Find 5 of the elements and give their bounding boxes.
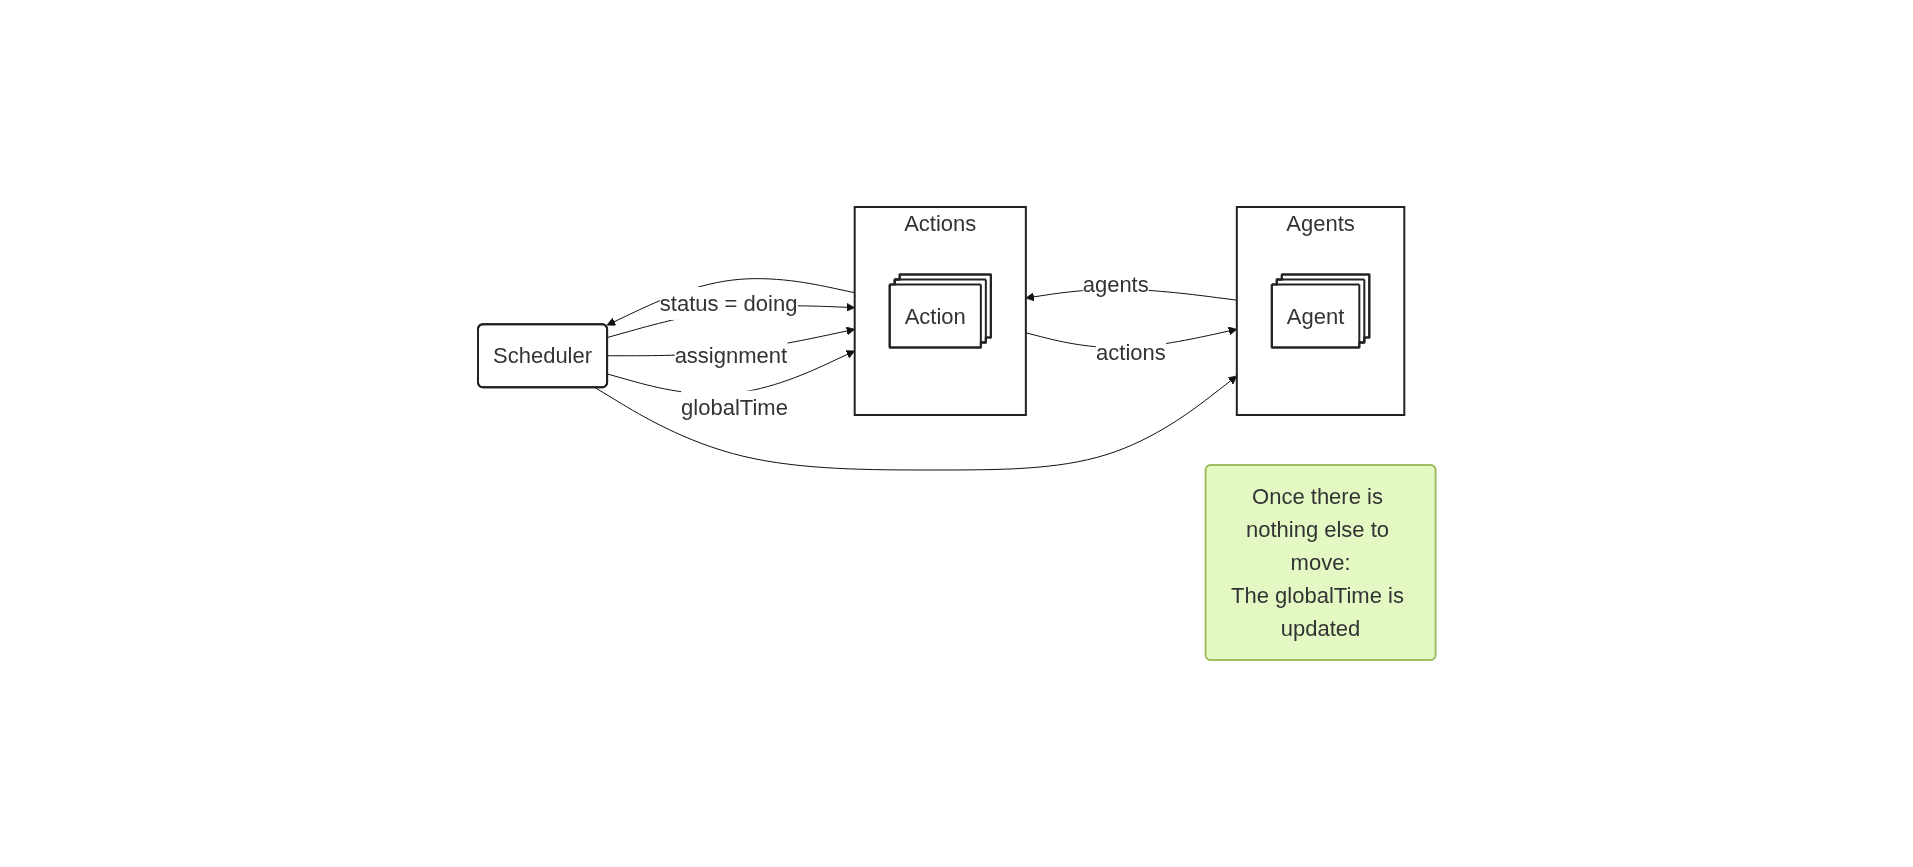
- edge-label: status = doing: [659, 290, 798, 316]
- edge-label: assignment: [674, 343, 787, 369]
- edge-label: agents: [1082, 272, 1149, 297]
- edge-label: actions: [1095, 339, 1166, 365]
- edge-label: globalTime: [680, 394, 788, 420]
